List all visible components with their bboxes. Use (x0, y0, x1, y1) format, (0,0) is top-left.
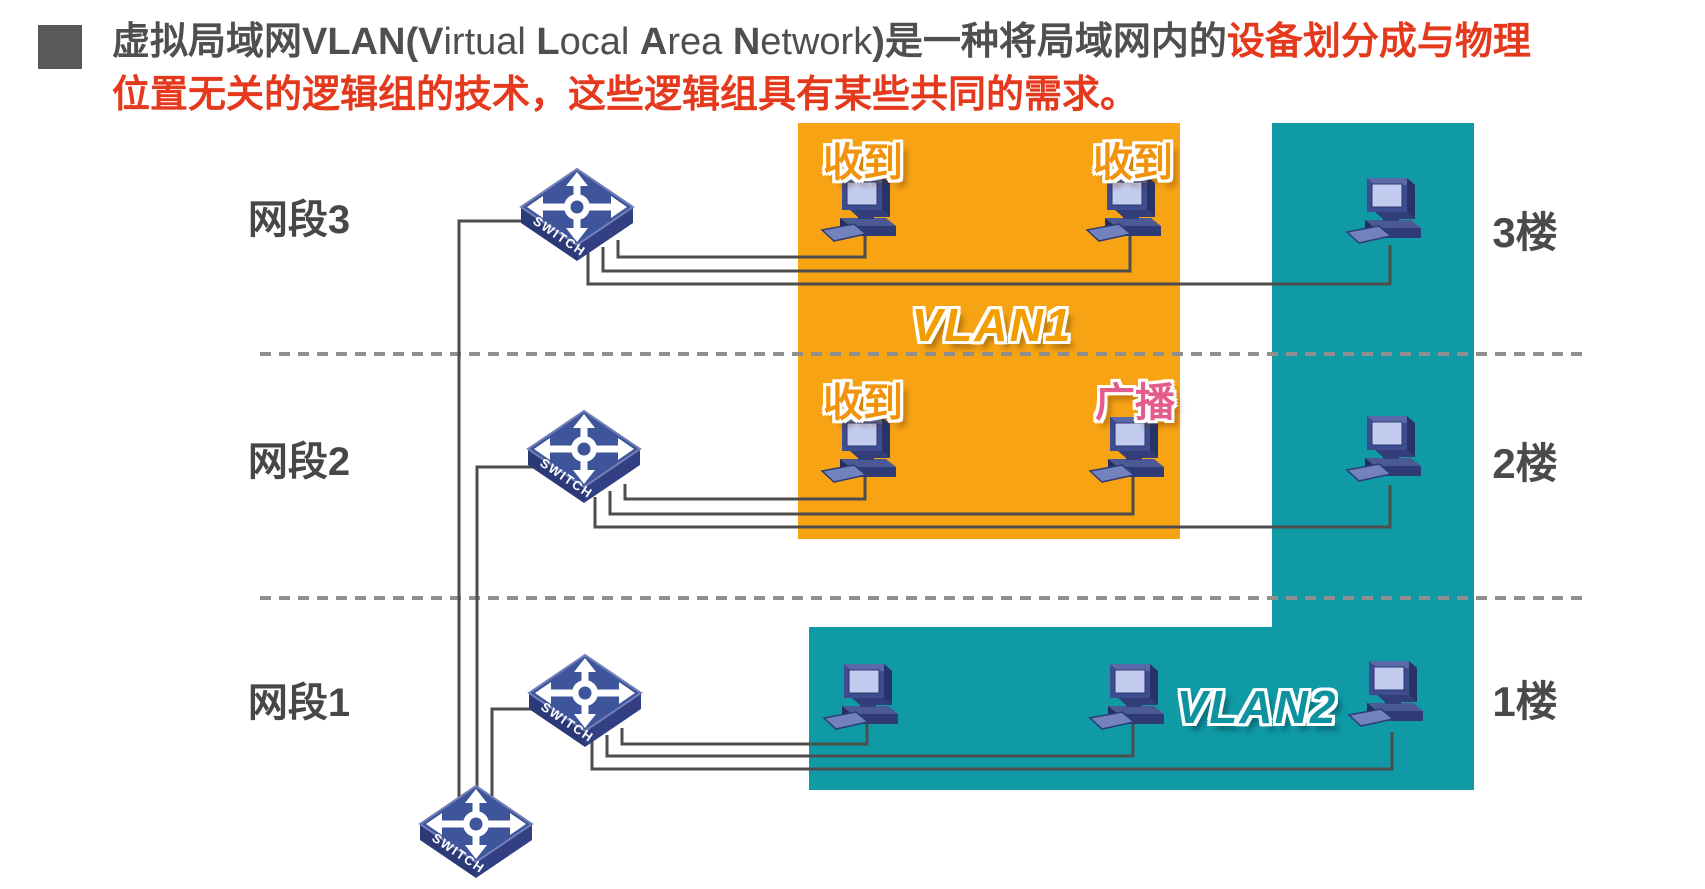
cable-f3-pc2 (601, 233, 1132, 273)
segment-label-2: 网段2 (247, 440, 351, 484)
floor-label-1: 1楼 (1492, 678, 1558, 725)
switch-floor2: SWITCH (524, 408, 644, 512)
title-cn-mid: )是一种将局域网内的 (872, 21, 1227, 63)
pc-floor3-vlan1-right (1085, 168, 1175, 256)
cable-f1-pc2 (605, 718, 1135, 758)
computer-icon (1345, 178, 1421, 244)
computer-icon (1088, 664, 1164, 730)
computer-icon (820, 417, 896, 483)
title-en: Virtual Local Area Network (418, 21, 873, 63)
pc-floor2-vlan1-left (820, 409, 910, 497)
title-bullet-square (38, 25, 82, 69)
switch-icon: SWITCH (527, 653, 643, 747)
floor-label-2: 2楼 (1492, 440, 1558, 487)
cable-f2-pc1 (623, 472, 867, 501)
pc-floor3-vlan2 (1345, 170, 1435, 258)
cable-f3-pc1 (616, 230, 867, 259)
pc-floor2-vlan1-right-broadcaster (1088, 409, 1178, 497)
slide-title-line1: 虚拟局域网VLAN(Virtual Local Area Network)是一种… (112, 16, 1531, 69)
computer-icon (1347, 661, 1423, 727)
switch-icon: SWITCH (526, 409, 642, 503)
pc-floor1-vlan2-left (822, 656, 912, 744)
switch-floor3: SWITCH (517, 166, 637, 270)
computer-icon (820, 176, 896, 242)
computer-icon (1088, 417, 1164, 483)
cable-f2-pc2 (608, 474, 1135, 516)
floor-divider-3-2 (260, 352, 1590, 356)
pc-floor1-vlan2-middle (1088, 656, 1178, 744)
packet-received-f3-right: 收到 (1093, 141, 1173, 185)
cable-f3-pc3 (586, 245, 1392, 286)
packet-received-f3-left: 收到 (823, 141, 903, 185)
cable-f1-pc3 (590, 732, 1394, 771)
cable-f1-pc1 (620, 718, 869, 746)
trunk-floor2 (475, 465, 552, 805)
computer-icon (822, 664, 898, 730)
title-cn-lead: 虚拟局域网VLAN( (112, 21, 419, 63)
switch-floor1: SWITCH (525, 652, 645, 756)
computer-icon (1085, 176, 1161, 242)
packet-broadcast-f2-right: 广播 (1095, 381, 1175, 425)
pc-floor3-vlan1-left (820, 168, 910, 256)
switch-icon: SWITCH (519, 167, 635, 261)
packet-received-f2-left: 收到 (823, 381, 903, 425)
segment-label-3: 网段3 (247, 198, 351, 242)
vlan1-label: VLAN1 (911, 299, 1073, 351)
pc-floor1-vlan2-right (1347, 653, 1437, 741)
cable-f2-pc3 (593, 485, 1392, 529)
switch-icon: SWITCH (418, 784, 534, 878)
vlan2-label: VLAN2 (1176, 681, 1338, 733)
floor-label-3: 3楼 (1492, 209, 1558, 256)
floor-divider-2-1 (260, 596, 1590, 600)
pc-floor2-vlan2 (1345, 408, 1435, 496)
segment-label-1: 网段1 (247, 681, 351, 725)
title-red-tail: 设备划分成与物理 (1226, 21, 1531, 63)
switch-core: SWITCH (416, 783, 536, 887)
computer-icon (1345, 416, 1421, 482)
slide-title-line2: 位置无关的逻辑组的技术，这些逻辑组具有某些共同的需求。 (112, 74, 1139, 116)
